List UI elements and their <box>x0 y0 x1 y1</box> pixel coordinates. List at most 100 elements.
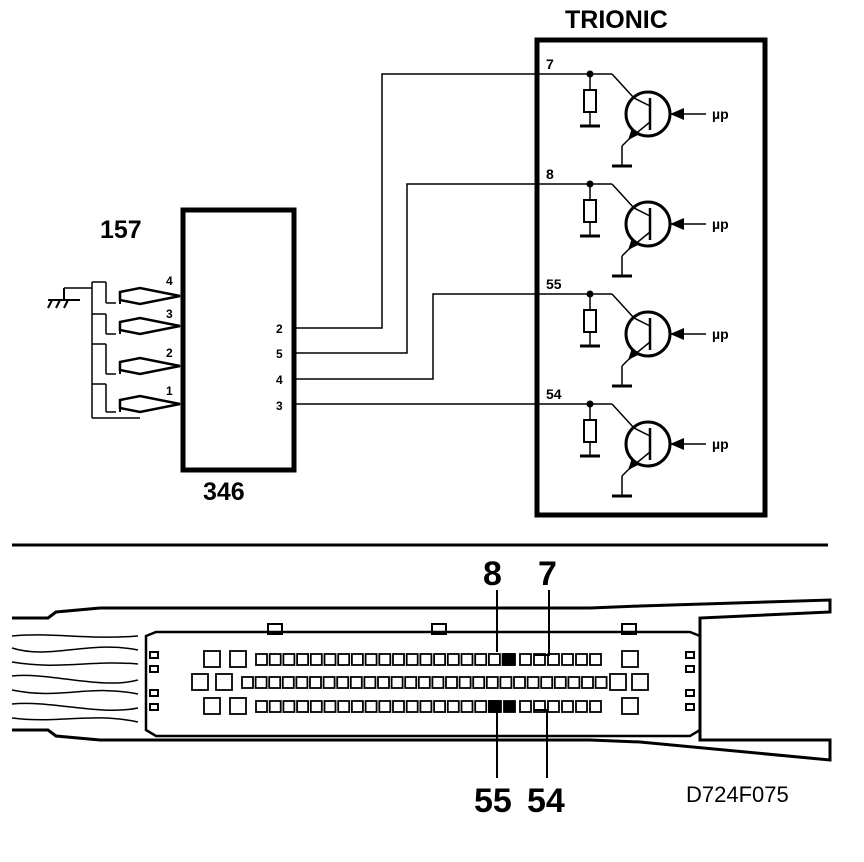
connector-pin <box>405 653 419 666</box>
connector-pin <box>241 676 254 689</box>
module-pin-label: 5 <box>276 347 283 361</box>
connector-pin-label: 55 <box>474 782 512 820</box>
wire-pin8 <box>294 183 590 354</box>
connector-pin <box>282 653 296 666</box>
microprocessor-label: µp <box>712 106 729 122</box>
connector-pin <box>621 697 639 715</box>
connector-pin <box>255 653 268 666</box>
connector-pin <box>377 676 390 689</box>
connector-pin <box>581 676 594 689</box>
connector-pin <box>445 676 458 689</box>
connector-pin <box>419 653 433 666</box>
connector-pin-highlighted <box>489 700 502 713</box>
ground-icon <box>47 287 92 309</box>
connector-pin <box>526 676 540 689</box>
connector-pin <box>392 653 405 666</box>
connector-pin <box>350 653 364 666</box>
ecu-box <box>534 37 768 518</box>
connector-pin <box>575 700 588 713</box>
module-pin-label: 3 <box>276 399 283 413</box>
connector-pin <box>513 676 526 689</box>
connector-pin <box>309 676 322 689</box>
figure-reference: D724F075 <box>686 782 789 807</box>
connector-pin <box>191 673 209 691</box>
ecu-title: TRIONIC <box>565 6 668 34</box>
connector-pin <box>405 700 419 713</box>
connector-pin <box>203 697 221 715</box>
connector-pin <box>337 700 351 713</box>
wire-pin55 <box>294 293 590 380</box>
module-pin-label: 4 <box>276 373 283 387</box>
connector-pin <box>446 653 460 666</box>
trionic-ecu: TRIONIC <box>534 6 768 518</box>
pin-leaders <box>496 590 550 778</box>
connector-pin <box>255 700 268 713</box>
ecu-pin-label: 55 <box>546 276 562 292</box>
connector-pin <box>567 676 581 689</box>
spark-plug-label: 2 <box>166 346 173 360</box>
connector-pin <box>621 650 639 668</box>
connector-pin <box>392 700 405 713</box>
spark-plug-icon <box>105 314 181 336</box>
microprocessor-label: µp <box>712 436 729 452</box>
connector-pin <box>350 700 364 713</box>
ignition-coil-module: 157 346 2 5 4 3 <box>100 207 297 506</box>
spark-plug-group <box>47 281 181 419</box>
connector-pin <box>433 653 447 666</box>
connector-pin-highlighted <box>503 653 516 666</box>
connector-pin <box>575 653 588 666</box>
ecu-pin-label: 7 <box>546 56 554 72</box>
connector-pin <box>589 700 602 713</box>
connector-body <box>144 630 702 738</box>
connector-pin <box>378 653 392 666</box>
connector-pin <box>472 676 486 689</box>
connector-pin <box>378 700 392 713</box>
connector-pin <box>561 700 574 713</box>
connector-view <box>11 598 832 762</box>
connector-pin <box>203 650 221 668</box>
connector-pin <box>390 676 404 689</box>
connector-pin <box>487 653 501 666</box>
connector-pin <box>561 653 574 666</box>
connector-pin <box>474 653 488 666</box>
connector-pin <box>431 676 445 689</box>
connector-pin <box>309 700 323 713</box>
connector-pin <box>460 700 474 713</box>
wire-pin7 <box>294 73 590 329</box>
signal-wires <box>294 73 590 405</box>
connector-pin <box>553 676 567 689</box>
connector-pin <box>460 653 474 666</box>
connector-pin <box>474 700 488 713</box>
connector-pin <box>609 673 627 691</box>
microprocessor-label: µp <box>712 216 729 232</box>
connector-pin <box>533 700 546 713</box>
spark-plug-label: 3 <box>166 307 173 321</box>
wire-bundle <box>11 634 139 723</box>
connector-pin <box>519 700 532 713</box>
connector-pin-label: 7 <box>538 555 557 593</box>
spark-plug-icon <box>92 281 181 306</box>
connector-pin <box>519 653 532 666</box>
connector-pin-highlighted <box>503 700 516 713</box>
spark-plug-icon <box>105 384 181 414</box>
ecu-channel-54: 54 µp <box>546 386 729 498</box>
connector-pin <box>594 676 608 689</box>
connector-pin <box>499 676 513 689</box>
connector-pin <box>296 653 310 666</box>
connector-pin <box>419 700 433 713</box>
connector-pin <box>229 697 247 715</box>
connector-pin <box>229 650 247 668</box>
coil-module-box <box>180 207 297 473</box>
connector-pin <box>295 676 309 689</box>
connector-pin <box>404 676 418 689</box>
coil-module-label: 157 <box>100 216 142 244</box>
connector-pin <box>458 676 472 689</box>
connector-pin <box>364 700 378 713</box>
connector-pin <box>323 700 337 713</box>
ecu-channel-8: 8 µp <box>546 166 729 278</box>
connector-pin-grid <box>191 650 649 715</box>
connector-pin <box>296 700 310 713</box>
ecu-channel-55: 55 µp <box>546 276 729 388</box>
connector-pin <box>268 700 282 713</box>
